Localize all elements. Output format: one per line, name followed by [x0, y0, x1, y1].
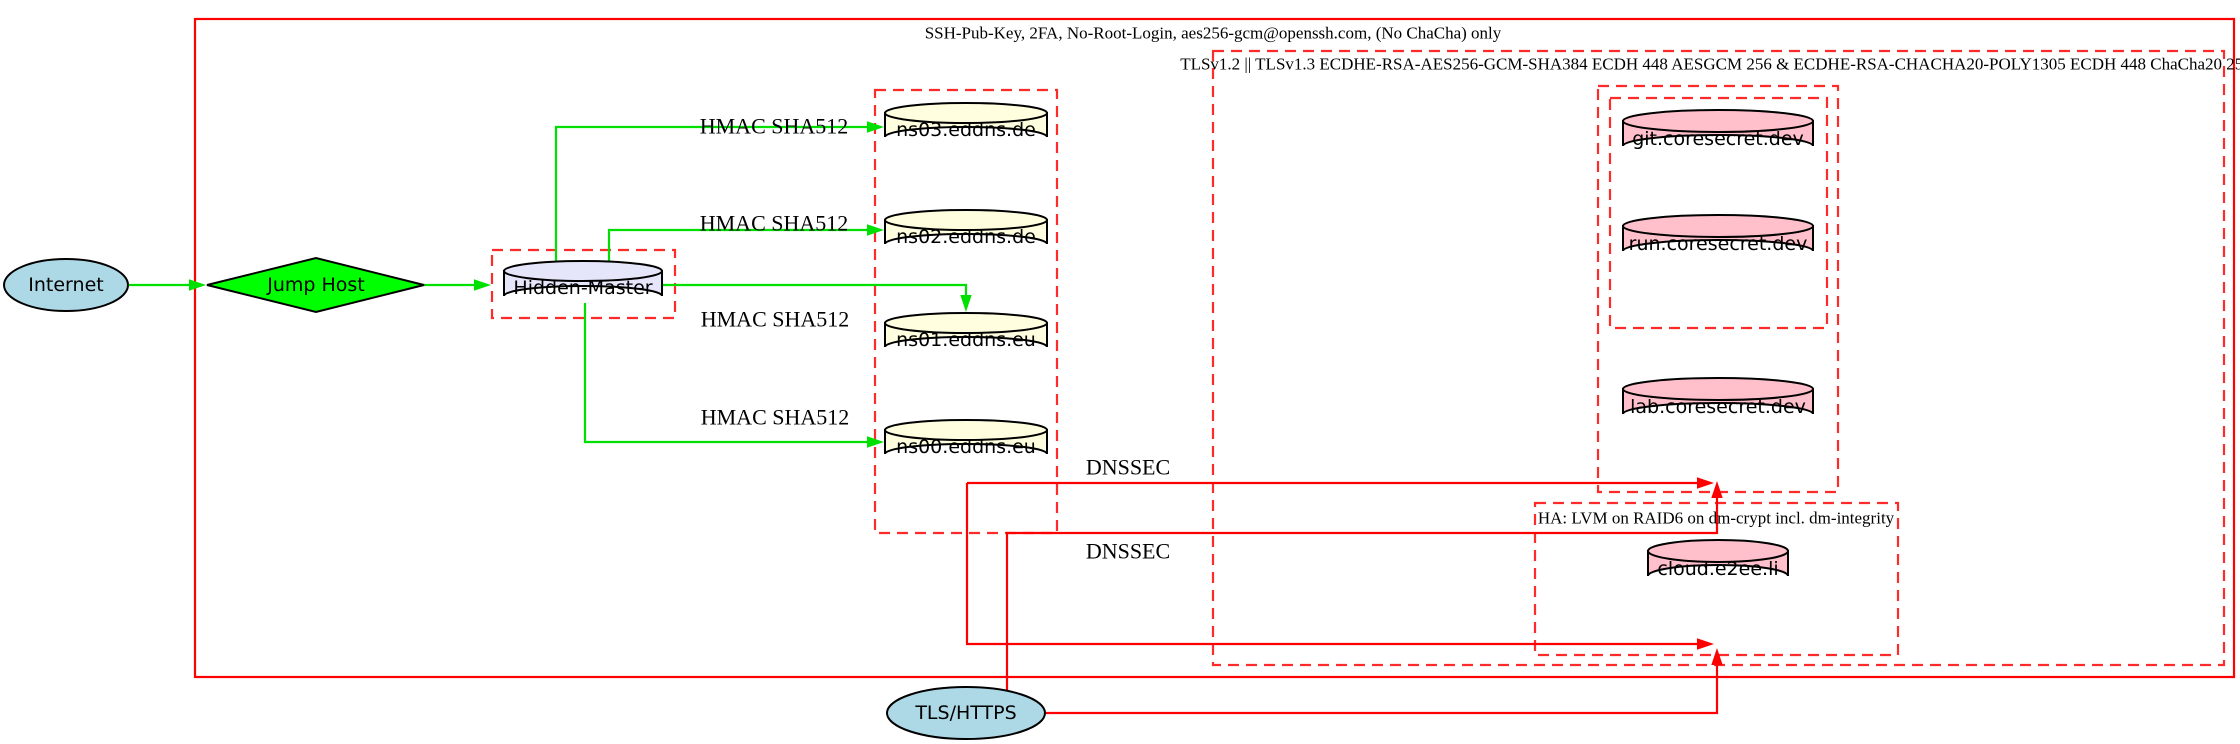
jump-host-diamond [206, 256, 425, 314]
ha-cluster-label: HA: LVM on RAID6 on dm-crypt incl. dm-in… [1538, 509, 1895, 528]
jump-host-label: Jump Host [266, 274, 365, 296]
node-ns03: ns03.eddns.de [884, 102, 1048, 141]
node-git: git.coresecret.dev [1622, 109, 1814, 150]
tls-cluster-label: TLSv1.2 || TLSv1.3 ECDHE-RSA-AES256-GCM-… [1180, 55, 2240, 74]
arrowhead-ns01 [960, 295, 972, 312]
node-run: run.coresecret.dev [1622, 214, 1814, 255]
hmac-label-ns01: HMAC SHA512 [701, 307, 850, 332]
run-label: run.coresecret.dev [1629, 233, 1808, 255]
arrowhead-ha-up [1711, 648, 1723, 665]
lab-label: lab.coresecret.dev [1630, 396, 1806, 418]
run-cylinder-top [1622, 214, 1814, 238]
ns01-label: ns01.eddns.eu [896, 329, 1036, 351]
ns03-cylinder-top [884, 102, 1048, 124]
hmac-label-ns00: HMAC SHA512 [701, 405, 850, 430]
node-internet: Internet [3, 258, 129, 312]
ssh-boundary-box [193, 17, 2236, 679]
node-tls-https: TLS/HTTPS [886, 686, 1046, 740]
green-arrowheads [189, 121, 972, 448]
arrowhead-ns02 [867, 224, 884, 236]
green-edges [128, 125, 968, 444]
arrowhead-ns03 [867, 121, 884, 133]
tls-https-ellipse [886, 686, 1046, 740]
arrowhead-ns00 [867, 436, 884, 448]
arrowhead-coresecret-right [1697, 477, 1714, 489]
dns-cluster-box [873, 88, 1059, 535]
edge-hiddenmaster-to-ns02 [607, 228, 870, 264]
node-lab: lab.coresecret.dev [1622, 377, 1814, 418]
node-ns02: ns02.eddns.de [884, 209, 1048, 248]
edge-dnssec-to-ha [965, 483, 1700, 646]
hidden-master-label: Hidden-Master [513, 277, 652, 299]
dnssec-label-top: DNSSEC [1086, 455, 1170, 480]
cloud-cylinder-top [1647, 539, 1789, 563]
internet-label: Internet [28, 274, 103, 296]
node-jump-host: Jump Host [206, 256, 425, 314]
node-hidden-master: Hidden-Master [503, 260, 663, 299]
ns00-label: ns00.eddns.eu [896, 436, 1036, 458]
red-edges [965, 481, 1719, 715]
arrowhead-hiddenmaster [474, 279, 491, 291]
ssh-boundary-label: SSH-Pub-Key, 2FA, No-Root-Login, aes256-… [925, 24, 1502, 43]
tls-https-label: TLS/HTTPS [914, 702, 1016, 724]
hidden-master-cylinder-top [503, 260, 663, 282]
ns02-label: ns02.eddns.de [896, 226, 1036, 248]
node-ns01: ns01.eddns.eu [884, 312, 1048, 351]
cloud-label: cloud.e2ee.li [1657, 558, 1778, 580]
hmac-label-ns02: HMAC SHA512 [700, 211, 849, 236]
edge-tls-to-ha [1045, 660, 1719, 715]
ns01-cylinder-top [884, 312, 1048, 334]
ns02-cylinder-top [884, 209, 1048, 231]
lab-cylinder-top [1622, 377, 1814, 401]
node-ns00: ns00.eddns.eu [884, 419, 1048, 458]
git-cylinder-top [1622, 109, 1814, 133]
dnssec-label-bottom: DNSSEC [1086, 539, 1170, 564]
node-cloud: cloud.e2ee.li [1647, 539, 1789, 580]
arrowhead-coresecret-up [1711, 481, 1723, 498]
hmac-label-ns03: HMAC SHA512 [700, 114, 849, 139]
internet-ellipse [3, 258, 129, 312]
git-label: git.coresecret.dev [1632, 128, 1804, 150]
red-arrowheads [1697, 477, 1723, 665]
edge-hiddenmaster-to-ns00 [583, 303, 870, 444]
edge-hiddenmaster-to-ns01 [662, 283, 968, 298]
edge-hiddenmaster-to-ns03 [554, 125, 870, 264]
arrowhead-ha-right [1697, 638, 1714, 650]
edge-tls-to-coresecret [1005, 493, 1719, 691]
arrowhead-jumphost [189, 279, 206, 291]
ns03-label: ns03.eddns.de [896, 119, 1036, 141]
coresecret-inner-cluster-box [1608, 96, 1829, 330]
ns00-cylinder-top [884, 419, 1048, 441]
